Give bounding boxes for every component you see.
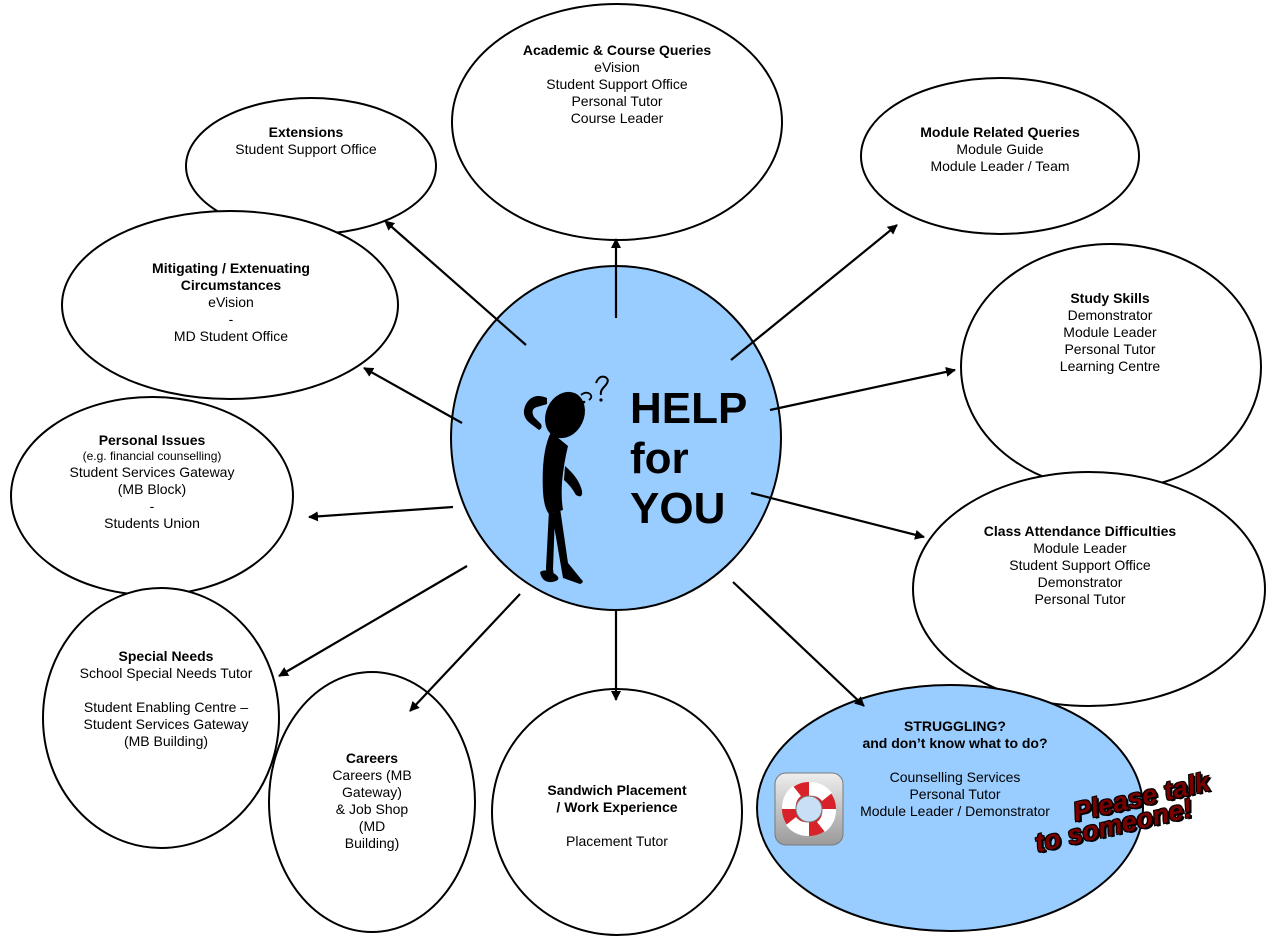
- node-attendance-title: Class Attendance Difficulties: [983, 523, 1177, 539]
- node-study: Study Skills Demonstrator Module Leader …: [1000, 290, 1220, 375]
- node-careers-line: (MD: [358, 818, 386, 834]
- arrow-attendance: [750, 491, 925, 540]
- node-academic-line: Personal Tutor: [571, 93, 663, 109]
- center-line-help: HELP: [630, 384, 748, 433]
- node-personal-title: Personal Issues: [98, 432, 206, 448]
- node-mitigating-line: eVision: [208, 294, 254, 310]
- node-study-line: Demonstrator: [1067, 307, 1153, 323]
- node-extensions-title: Extensions: [268, 124, 344, 140]
- node-personal-line: Student Services Gateway: [69, 464, 235, 480]
- arrow-extensions: [384, 220, 527, 346]
- lifebuoy-icon: [774, 772, 844, 846]
- node-module-title: Module Related Queries: [920, 124, 1080, 140]
- node-personal: Personal Issues (e.g. financial counsell…: [32, 432, 272, 532]
- node-careers-line: & Job Shop: [335, 801, 409, 817]
- node-special-line: (MB Building): [123, 733, 209, 749]
- arrow-module: [730, 224, 898, 361]
- node-study-line: Personal Tutor: [1064, 341, 1156, 357]
- node-attendance-line: Module Leader: [1033, 540, 1127, 556]
- node-attendance-line: Personal Tutor: [1034, 591, 1126, 607]
- node-study-line: Learning Centre: [1059, 358, 1161, 374]
- node-special-line: Student Services Gateway: [83, 716, 249, 732]
- node-sandwich-title: / Work Experience: [556, 799, 678, 815]
- bubble-module: [860, 77, 1140, 235]
- node-personal-line: Students Union: [104, 515, 200, 531]
- node-struggling-line: Module Leader / Demonstrator: [860, 803, 1050, 819]
- node-mitigating-title: Circumstances: [180, 277, 282, 293]
- bubble-struggling: [756, 684, 1144, 932]
- center-line-you: YOU: [630, 484, 726, 533]
- arrow-personal: [308, 505, 454, 522]
- node-careers-line: Building): [344, 835, 400, 851]
- node-careers: Careers Careers (MB Gateway) & Job Shop …: [312, 750, 432, 852]
- node-module-line: Module Leader / Team: [930, 158, 1070, 174]
- node-personal-line: -: [149, 498, 155, 514]
- node-academic-title: Academic & Course Queries: [522, 42, 712, 58]
- bubble-attendance: [912, 471, 1266, 707]
- node-academic: Academic & Course Queries eVision Studen…: [470, 42, 764, 127]
- arrow-struggling: [732, 581, 865, 707]
- bubble-special: [42, 587, 280, 849]
- arrow-study: [769, 367, 956, 412]
- node-extensions-line: Student Support Office: [235, 141, 377, 157]
- node-mitigating-line: MD Student Office: [173, 328, 289, 344]
- node-study-line: Module Leader: [1063, 324, 1157, 340]
- arrow-careers: [409, 593, 521, 712]
- node-careers-line: Careers (MB: [332, 767, 412, 783]
- node-mitigating: Mitigating / Extenuating Circumstances e…: [90, 260, 372, 345]
- arrow-mitigating: [363, 367, 463, 424]
- arrows: [278, 220, 956, 712]
- node-academic-line: eVision: [594, 59, 640, 75]
- node-struggling-title: and don’t know what to do?: [862, 735, 1048, 751]
- node-special-line: School Special Needs Tutor: [79, 665, 253, 681]
- node-sandwich-line: Placement Tutor: [566, 833, 668, 849]
- node-academic-line: Course Leader: [570, 110, 664, 126]
- node-struggling-line: Counselling Services: [889, 769, 1021, 785]
- node-attendance-line: Student Support Office: [1009, 557, 1151, 573]
- node-careers-line: Gateway): [342, 784, 402, 800]
- node-personal-line: (MB Block): [117, 481, 187, 497]
- node-extensions: Extensions Student Support Office: [196, 124, 416, 158]
- node-careers-title: Careers: [345, 750, 399, 766]
- arrow-special: [278, 565, 468, 677]
- node-module: Module Related Queries Module Guide Modu…: [880, 124, 1120, 175]
- node-attendance-line: Demonstrator: [1037, 574, 1123, 590]
- bubble-mitigating: [61, 210, 399, 400]
- node-special-title: Special Needs: [118, 648, 214, 664]
- node-struggling-line: Personal Tutor: [909, 786, 1001, 802]
- node-module-line: Module Guide: [956, 141, 1044, 157]
- node-special-line: Student Enabling Centre –: [83, 699, 249, 715]
- thinking-person-icon: [523, 375, 609, 584]
- node-attendance: Class Attendance Difficulties Module Lea…: [940, 523, 1220, 608]
- node-sandwich-title: Sandwich Placement: [547, 782, 687, 798]
- node-struggling-title: STRUGGLING?: [904, 718, 1006, 734]
- node-mitigating-line: -: [228, 311, 234, 327]
- bubble-careers: [268, 671, 476, 933]
- node-mitigating-title: Mitigating / Extenuating: [152, 260, 310, 276]
- node-special: Special Needs School Special Needs Tutor…: [60, 648, 272, 750]
- node-personal-note: (e.g. financial counselling): [82, 449, 222, 463]
- center-line-for: for: [630, 434, 689, 483]
- node-struggling: STRUGGLING? and don’t know what to do? C…: [840, 718, 1070, 820]
- node-sandwich: Sandwich Placement / Work Experience Pla…: [517, 782, 717, 850]
- node-study-title: Study Skills: [1070, 290, 1150, 306]
- node-academic-line: Student Support Office: [546, 76, 688, 92]
